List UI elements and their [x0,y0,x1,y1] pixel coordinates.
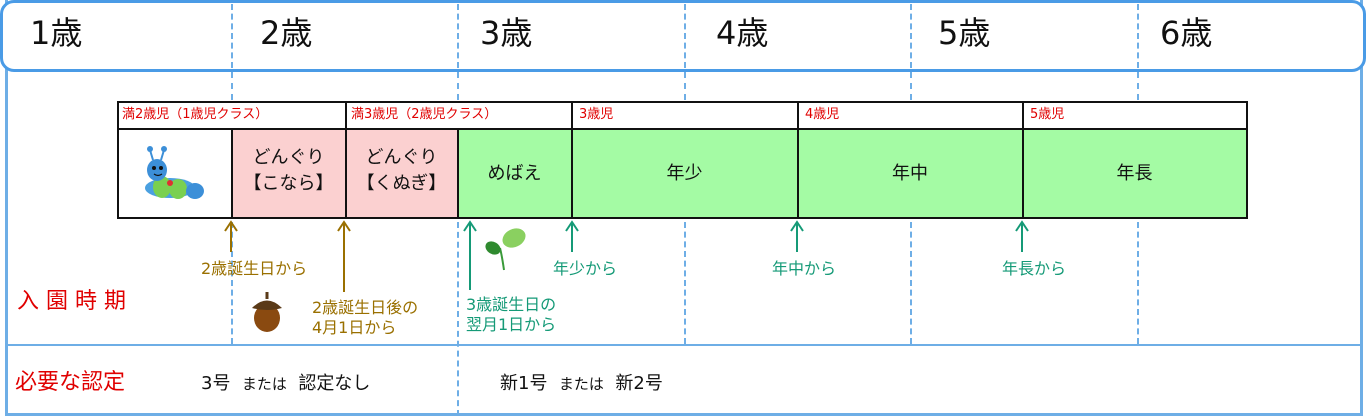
caterpillar-icon [145,146,204,199]
age-divider [684,4,686,68]
entry-label: 年少から [553,259,618,278]
cell-kunugi [345,130,458,217]
age-label: 5歳 [938,14,991,52]
column-divider [457,222,459,416]
age-label: 4歳 [716,14,769,52]
column-divider [457,72,459,100]
class-name: どんぐり 【くぬぎ】 [356,147,447,194]
age-label: 1歳 [30,14,83,52]
age-label: 3歳 [480,14,533,52]
column-divider [910,222,912,344]
row-divider [5,344,1363,346]
age-label: 2歳 [260,14,313,52]
certification-right: 新1号 または 新2号 [500,373,663,394]
class-header: 満3歳児（2歳児クラス） [351,107,498,122]
entry-label: 2歳誕生日後の 4月1日から [312,298,419,337]
class-name: めばえ [487,163,542,184]
class-name: どんぐり 【こなら】 [243,147,334,194]
column-divider [910,72,912,100]
header-separator [797,101,799,219]
column-divider [1137,222,1139,344]
header-separator [345,101,347,219]
age-divider [910,4,912,68]
entry-label: 年長から [1002,259,1067,278]
class-header: 満2歳児（1歳児クラス） [122,107,269,122]
certification-left: 3号 または 認定なし [201,373,371,394]
sprout-icon [485,228,526,271]
diagram-frame [5,0,1363,416]
class-header: 4歳児 [805,107,840,122]
certification-title: 必要な認定 [15,370,126,395]
age-divider [457,4,459,68]
class-header-row [117,101,1248,129]
entry-label: 3歳誕生日の 翌月1日から [466,295,557,334]
cell-separator [231,129,233,219]
column-divider [1137,72,1139,100]
age-divider [1137,4,1139,68]
column-divider [684,222,686,344]
class-header: 3歳児 [579,107,614,122]
class-header: 5歳児 [1030,107,1065,122]
column-divider [231,222,233,344]
age-divider [231,4,233,68]
class-name: 年長 [1116,163,1153,184]
class-name: 年少 [666,163,703,184]
class-row [117,129,1248,219]
column-divider [684,72,686,100]
cell-green-row [458,130,1246,217]
header-separator [571,101,573,219]
acorn-icon [252,292,282,332]
entry-label: 年中から [772,259,837,278]
age-label: 6歳 [1160,14,1213,52]
column-divider [231,72,233,100]
entry-label: 2歳誕生日から [201,259,308,278]
class-name: 年中 [892,163,928,184]
entry-period-title: 入 園 時 期 [17,289,126,314]
cell-separator [457,129,459,219]
cell-konara [232,130,345,217]
header-separator [1022,101,1024,219]
